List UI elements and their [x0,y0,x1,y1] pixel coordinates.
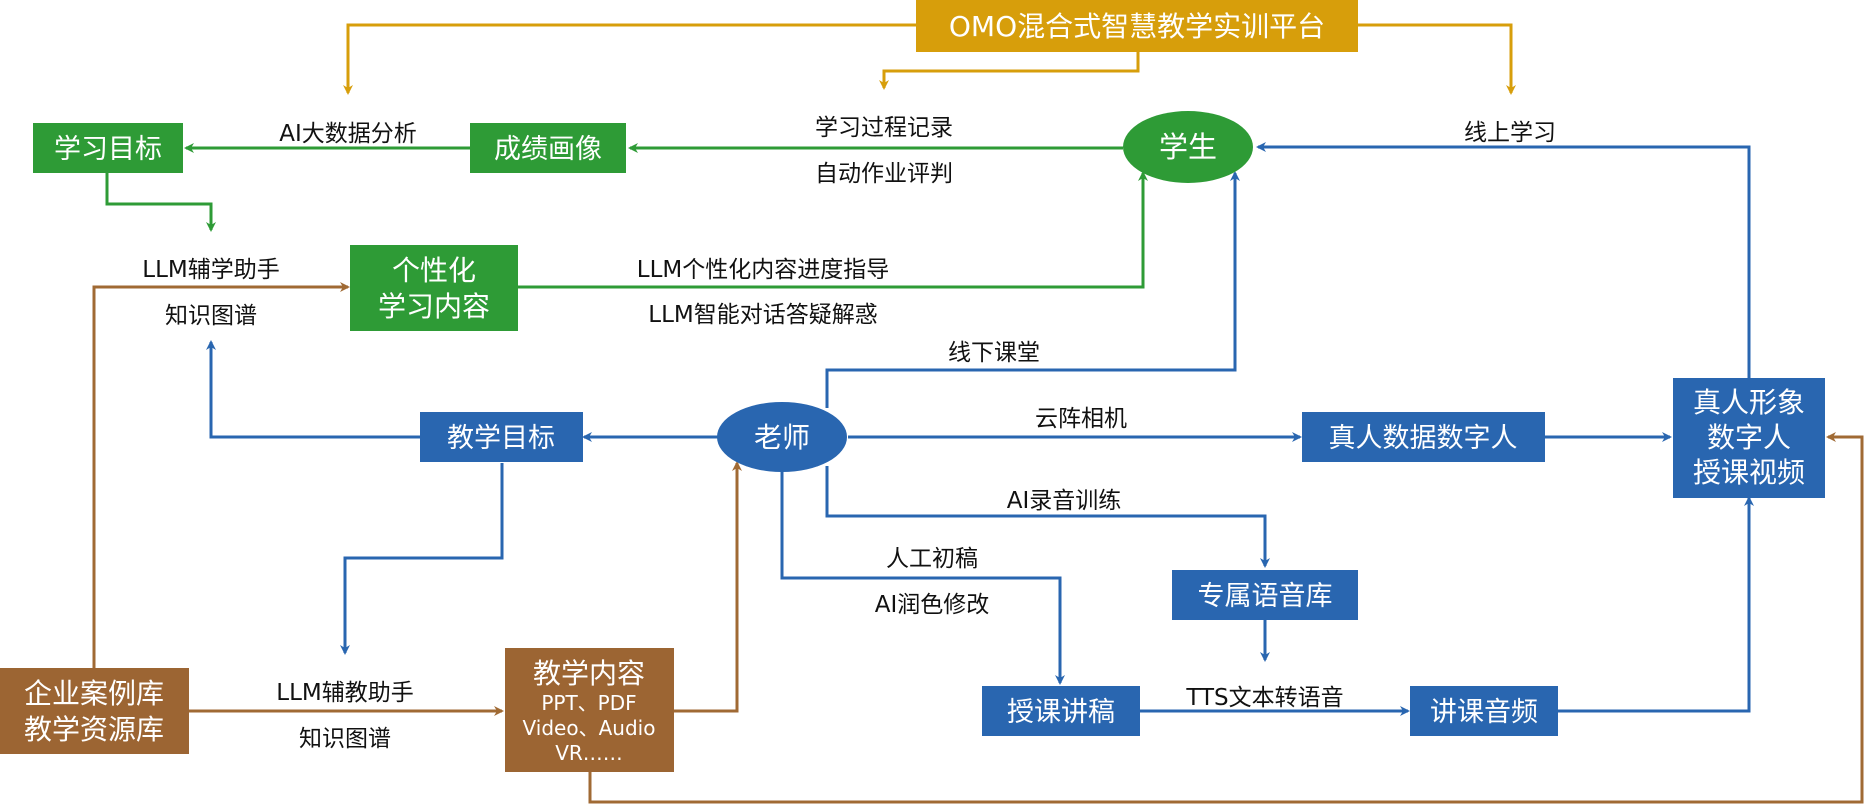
teaching-content-box: 教学内容 PPT、PDF Video、Audio VR…… [505,648,674,772]
label-ai-polish: AI润色修改 [875,592,990,618]
svg-text:学生: 学生 [1159,130,1217,164]
svg-text:真人形象: 真人形象 [1693,386,1805,419]
svg-text:学习目标: 学习目标 [54,134,162,165]
voice-library-box: 专属语音库 [1172,570,1358,620]
svg-text:成绩画像: 成绩画像 [494,134,602,165]
arrow-teaching-content-to-video [588,432,1864,804]
arrow-platform-to-record [879,52,1140,90]
svg-text:真人数据数字人: 真人数据数字人 [1329,423,1518,454]
svg-text:VR……: VR…… [555,741,623,765]
arrow-personal-to-student [518,171,1148,289]
learning-goal-box: 学习目标 [33,123,183,173]
arrow-teaching-content-to-teacher [674,461,742,713]
label-llm-progress-guide: LLM个性化内容进度指导 [637,257,889,283]
arrow-learning-goal-to-assistant [105,173,216,232]
teacher-node: 老师 [717,402,847,472]
label-online-learning: 线上学习 [1464,120,1556,146]
label-manual-draft: 人工初稿 [886,546,978,572]
case-library-box: 企业案例库 教学资源库 [0,668,189,754]
label-llm-learning-assistant: LLM辅学助手 [142,257,279,283]
label-auto-grading: 自动作业评判 [815,161,953,187]
arrow-teaching-goal-to-knowledge [206,340,420,439]
arrow-video-to-student [1256,142,1751,378]
svg-text:数字人: 数字人 [1707,421,1791,454]
label-knowledge-graph-2: 知识图谱 [299,726,391,752]
svg-text:教学目标: 教学目标 [447,423,555,454]
label-ai-voice-training: AI录音训练 [1007,488,1122,514]
svg-text:专属语音库: 专属语音库 [1198,581,1333,612]
grade-portrait-box: 成绩画像 [470,123,626,173]
edge-labels: AI大数据分析 学习过程记录 自动作业评判 线上学习 LLM辅学助手 知识图谱 … [142,115,1556,752]
svg-text:PPT、PDF: PPT、PDF [541,691,636,715]
label-llm-teaching-assistant: LLM辅教助手 [276,680,413,706]
personal-content-box: 个性化 学习内容 [350,245,518,331]
label-tts: TTS文本转语音 [1185,685,1343,711]
lecture-audio-box: 讲课音频 [1410,686,1558,736]
arrow-teacher-to-lecture-script [780,470,1065,685]
svg-text:学习内容: 学习内容 [378,290,490,323]
svg-text:个性化: 个性化 [392,254,476,287]
lecture-script-box: 授课讲稿 [982,686,1140,736]
arrow-platform-to-learning-goal [343,23,916,95]
label-learning-record: 学习过程记录 [815,115,953,141]
arrow-teacher-to-voice-library [825,466,1270,568]
platform-box: OMO混合式智慧教学实训平台 [916,0,1358,52]
connectors [92,23,1864,804]
real-data-human-box: 真人数据数字人 [1302,412,1545,462]
arrow-teacher-to-student-offline [825,171,1240,408]
label-knowledge-graph-1: 知识图谱 [165,303,257,329]
svg-text:讲课音频: 讲课音频 [1430,697,1538,728]
arrow-platform-to-online [1358,23,1516,95]
svg-text:教学内容: 教学内容 [533,657,645,690]
label-ai-big-data: AI大数据分析 [279,121,417,147]
label-offline-class: 线下课堂 [948,340,1040,366]
arrow-teaching-goal-to-llm-teaching [340,463,504,655]
label-llm-dialog: LLM智能对话答疑解惑 [648,302,877,328]
teaching-goal-box: 教学目标 [420,412,583,462]
svg-text:企业案例库: 企业案例库 [24,677,164,710]
svg-text:授课讲稿: 授课讲稿 [1007,697,1115,728]
svg-text:Video、Audio: Video、Audio [523,716,656,740]
arrow-case-library-to-personal [92,282,350,668]
svg-text:老师: 老师 [754,421,810,454]
arrow-audio-to-video [1558,496,1754,713]
svg-text:教学资源库: 教学资源库 [24,713,164,746]
platform-title: OMO混合式智慧教学实训平台 [949,10,1325,43]
video-box: 真人形象 数字人 授课视频 [1673,378,1825,498]
student-node: 学生 [1123,111,1253,183]
svg-text:授课视频: 授课视频 [1693,456,1805,489]
label-cloud-camera: 云阵相机 [1035,406,1127,432]
